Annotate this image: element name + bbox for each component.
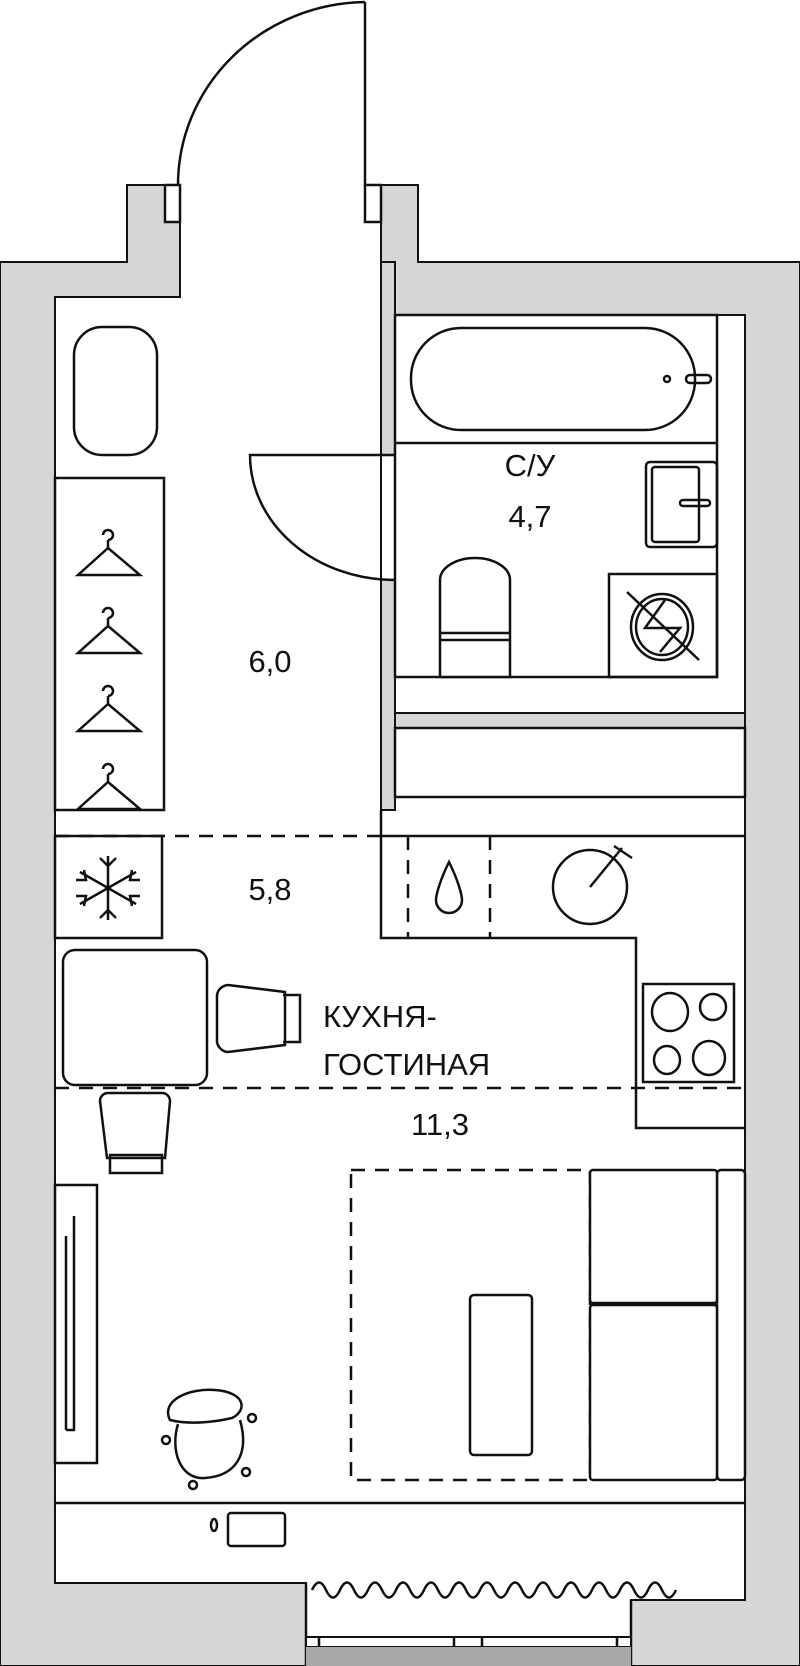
shaft-wall [394, 712, 746, 729]
sofa-cushion [588, 1168, 719, 1305]
hanger-icons [74, 528, 144, 811]
living-label-line1: КУХНЯ- [323, 999, 437, 1034]
kitchen-sink [551, 848, 629, 926]
ottoman [72, 325, 159, 457]
office-chair [160, 1388, 258, 1491]
living-label-line2: ГОСТИНАЯ [323, 1047, 490, 1082]
snowflake-icon [76, 856, 140, 920]
chair [215, 983, 302, 1054]
bathroom-area: 4,7 [508, 499, 551, 534]
washing-machine-icon [629, 592, 695, 662]
fridge [53, 834, 164, 940]
switch-icon [209, 1517, 219, 1533]
entrance-door[interactable] [176, 0, 367, 186]
window[interactable] [305, 1636, 632, 1648]
tv-stand [53, 1183, 99, 1465]
water-drop-icon [434, 859, 464, 915]
radiator [310, 1581, 678, 1599]
hanger-icon [74, 684, 144, 733]
climate-unit [226, 1511, 287, 1548]
toilet [438, 556, 512, 679]
sink [644, 460, 719, 549]
living-area: 11,3 [411, 1107, 469, 1142]
dining-table [61, 948, 209, 1087]
washer-box [607, 572, 719, 679]
kitchen-area: 5,8 [248, 872, 291, 907]
window-sill [306, 1647, 631, 1666]
door-jamb-left [163, 183, 182, 224]
kitchen-counter [379, 810, 745, 1130]
sofa-back [715, 1168, 747, 1482]
bathtub [409, 326, 697, 432]
bathroom-door[interactable] [248, 453, 396, 582]
burners [650, 991, 728, 1077]
wardrobe [53, 476, 166, 812]
coffee-table [468, 1293, 534, 1457]
hanger-icon [74, 762, 144, 811]
hanger-icon [74, 606, 144, 655]
door-jamb-right [363, 183, 383, 224]
utility-box [393, 726, 747, 799]
tv-icon [64, 1216, 76, 1432]
chair [98, 1091, 172, 1175]
stove [641, 982, 736, 1084]
hanger-icon [74, 528, 144, 577]
bathroom-door-opening [382, 456, 394, 580]
bathroom-label: С/У [505, 448, 556, 483]
sofa-cushion [588, 1303, 719, 1482]
hallway-area: 6,0 [248, 644, 291, 679]
